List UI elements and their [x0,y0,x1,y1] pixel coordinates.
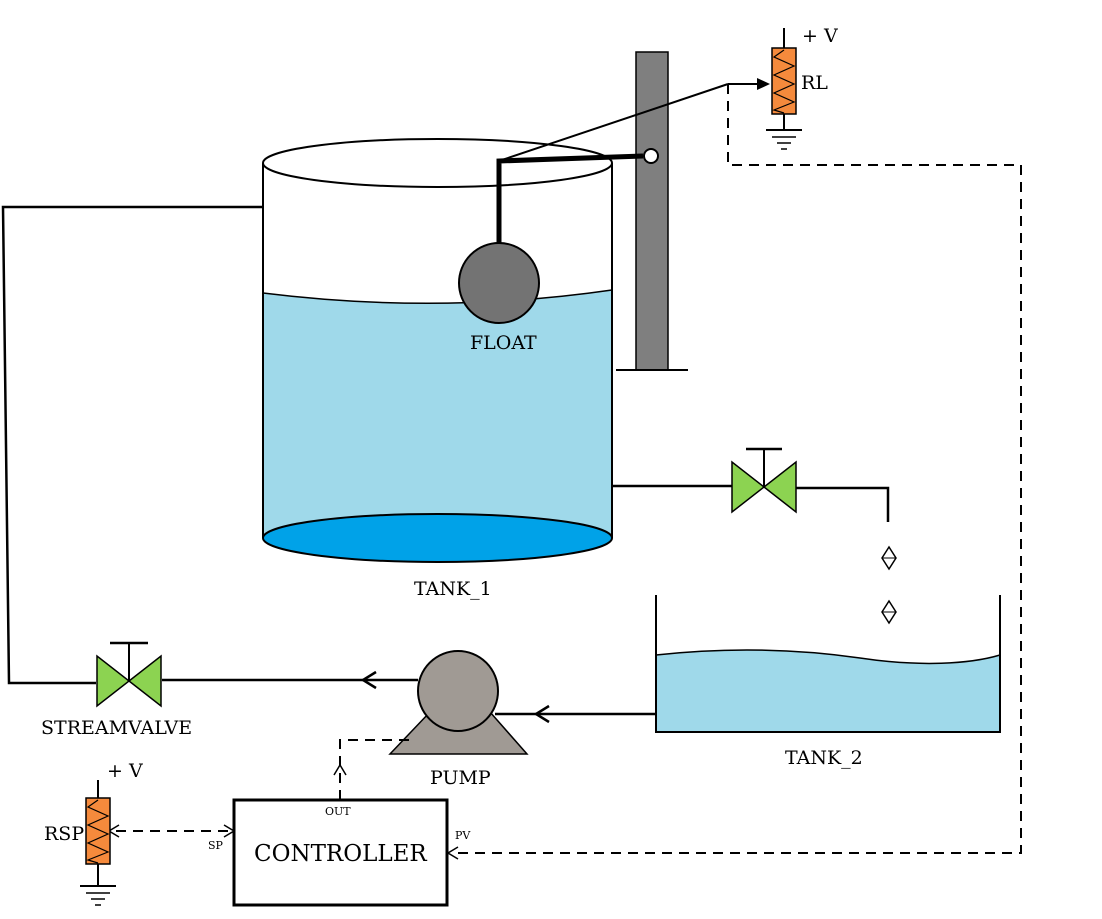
signal-lines [107,84,1022,860]
float-guide-post [616,51,688,371]
float-label: FLOAT [470,332,537,354]
arrow-right-icon [223,824,236,838]
outlet-valve-icon [731,447,797,514]
arrow-left-icon [533,704,550,724]
arrow-left-icon [360,670,377,690]
tank-2-water [656,650,1000,732]
rsp-label: RSP [44,823,84,845]
float-assembly [458,78,770,324]
out-label: OUT [325,805,351,818]
tank-1-outlet [612,447,897,625]
float-ball [458,242,540,324]
controller-label: CONTROLLER [254,841,427,867]
resistor-zigzag [772,49,796,114]
pivot-icon [643,148,659,164]
float-wiper-link [498,83,729,162]
tank-1-label: TANK_1 [414,578,492,600]
resistor-zigzag [86,799,110,864]
rsp-potentiometer [80,780,116,906]
stream-valve-label: STREAMVALVE [41,717,192,739]
tank-1-water-surface [262,289,613,305]
rsp-supply-label: + V [107,760,143,782]
tank-1-bottom [262,513,613,563]
pump-icon [388,650,529,755]
tank-2-label: TANK_2 [785,747,863,769]
rl-label: RL [801,72,828,94]
water-drop-icon [881,545,897,571]
tank-1-water [263,290,612,538]
arrow-up-icon [333,763,347,776]
controller-block [232,798,449,907]
stream-valve-icon [96,641,162,708]
arrow-left-icon [446,846,459,860]
tank-1 [262,138,613,563]
rl-potentiometer [766,28,802,150]
ground-icon [80,885,116,906]
arrow-head-icon [757,78,770,90]
pump-label: PUMP [430,767,491,789]
pv-label: PV [455,829,471,842]
tank-1-top-rim [262,138,613,188]
sp-label: SP [208,839,224,852]
rl-supply-label: + V [802,25,838,47]
water-drop-icon [881,599,897,625]
ground-icon [766,129,802,150]
return-piping [1,205,656,724]
tank-2 [655,595,1001,733]
